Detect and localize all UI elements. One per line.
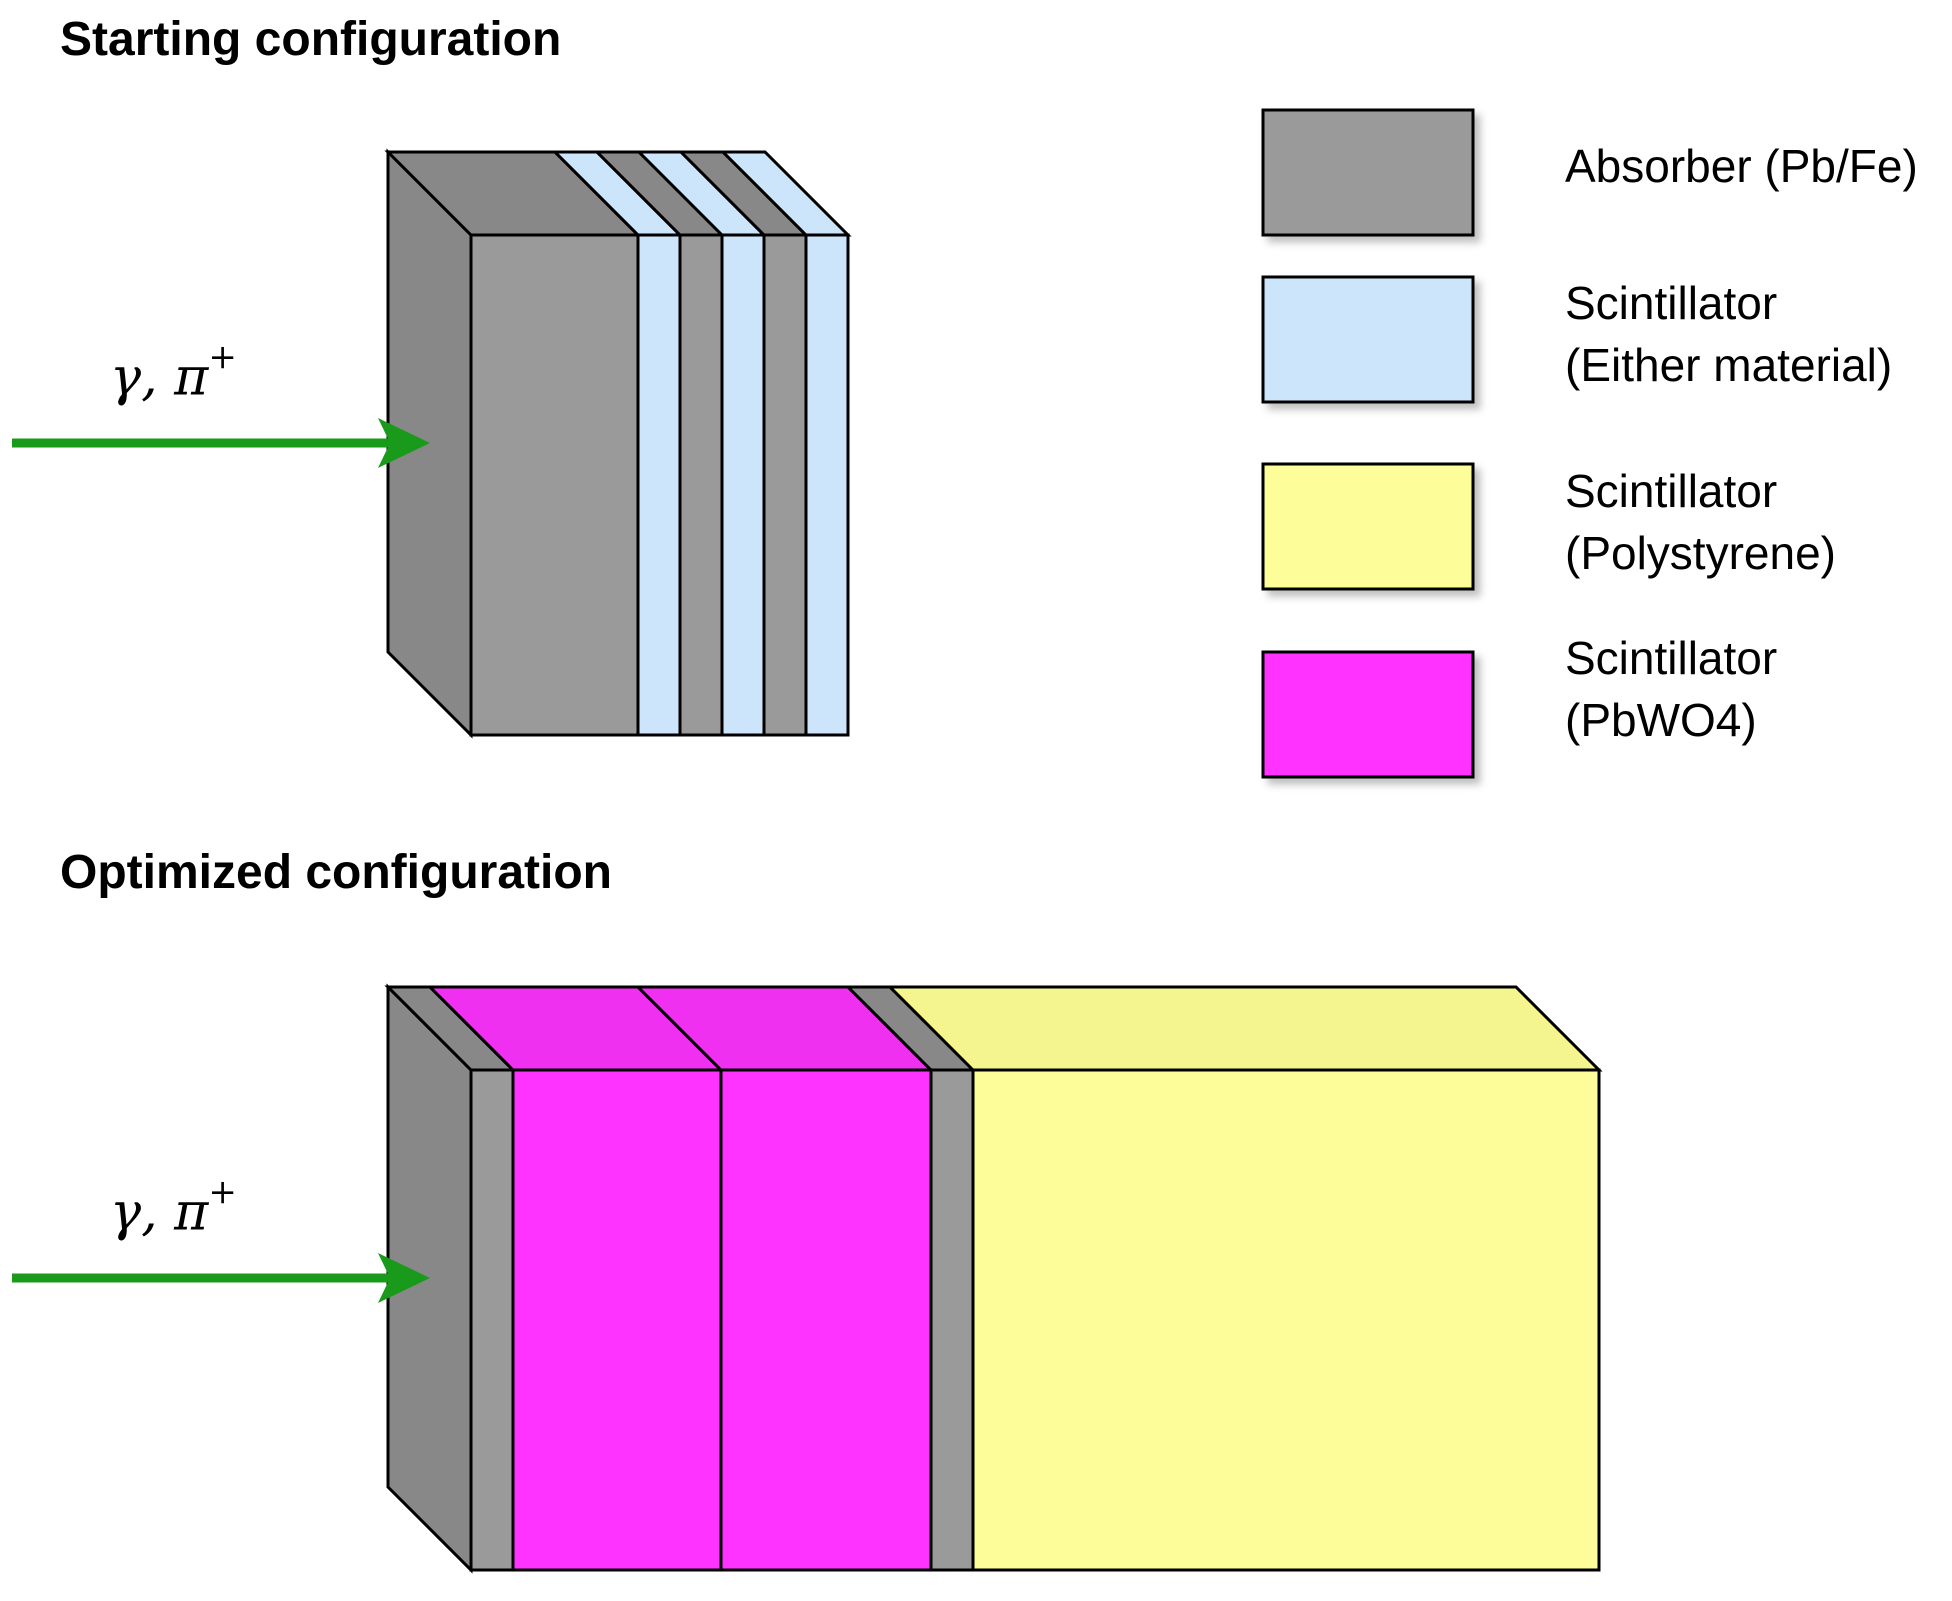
legend-swatch-scint-either — [1261, 275, 1475, 404]
particle-symbols: γ, π — [110, 1182, 209, 1243]
legend-swatches — [1261, 108, 1475, 779]
optimized-top-poly — [886, 985, 1603, 1072]
legend-label-line: Scintillator — [1565, 632, 1778, 684]
starting-configuration-title: Starting configuration — [60, 13, 562, 66]
starting-layer-absorber-3 — [762, 233, 808, 737]
starting-layer-absorber-1 — [469, 233, 640, 737]
legend-label-scint-either: Scintillator (Either material) — [1565, 272, 1892, 396]
legend-swatch-absorber — [1261, 108, 1475, 237]
legend-label-line: Scintillator — [1565, 277, 1778, 329]
optimized-layer-absorber-1 — [469, 1068, 515, 1572]
legend-label-scint-poly: Scintillator (Polystyrene) — [1565, 460, 1836, 584]
particle-charge: + — [208, 337, 237, 377]
starting-layer-scint-1 — [636, 233, 682, 737]
legend-swatch-scint-pbwo4 — [1261, 650, 1475, 779]
legend-label-absorber: Absorber (Pb/Fe) — [1565, 135, 1918, 197]
legend-label-line: (Polystyrene) — [1565, 527, 1836, 579]
legend-label-line: (PbWO4) — [1565, 694, 1757, 746]
starting-block — [384, 148, 852, 739]
legend-label-scint-pbwo4: Scintillator (PbWO4) — [1565, 627, 1777, 751]
starting-beam-arrow — [12, 418, 430, 468]
starting-particle-label: γ, π+ — [110, 337, 237, 408]
legend-label-line: Scintillator — [1565, 465, 1778, 517]
particle-charge: + — [208, 1172, 237, 1212]
optimized-layer-pbwo4-2 — [719, 1068, 933, 1572]
optimized-layer-poly — [971, 1068, 1601, 1572]
starting-layer-scint-3 — [804, 233, 850, 737]
optimized-block — [384, 983, 1603, 1574]
optimized-layer-absorber-2 — [929, 1068, 975, 1572]
legend-label-line: Absorber (Pb/Fe) — [1565, 140, 1918, 192]
legend-swatch-scint-poly — [1261, 462, 1475, 591]
optimized-configuration-title: Optimized configuration — [60, 846, 612, 899]
legend-label-line: (Either material) — [1565, 339, 1893, 391]
optimized-particle-label: γ, π+ — [110, 1172, 237, 1243]
optimized-layer-pbwo4-1 — [511, 1068, 723, 1572]
particle-symbols: γ, π — [110, 347, 209, 408]
optimized-beam-arrow — [12, 1253, 430, 1303]
starting-layer-scint-2 — [720, 233, 766, 737]
starting-layer-absorber-2 — [678, 233, 724, 737]
